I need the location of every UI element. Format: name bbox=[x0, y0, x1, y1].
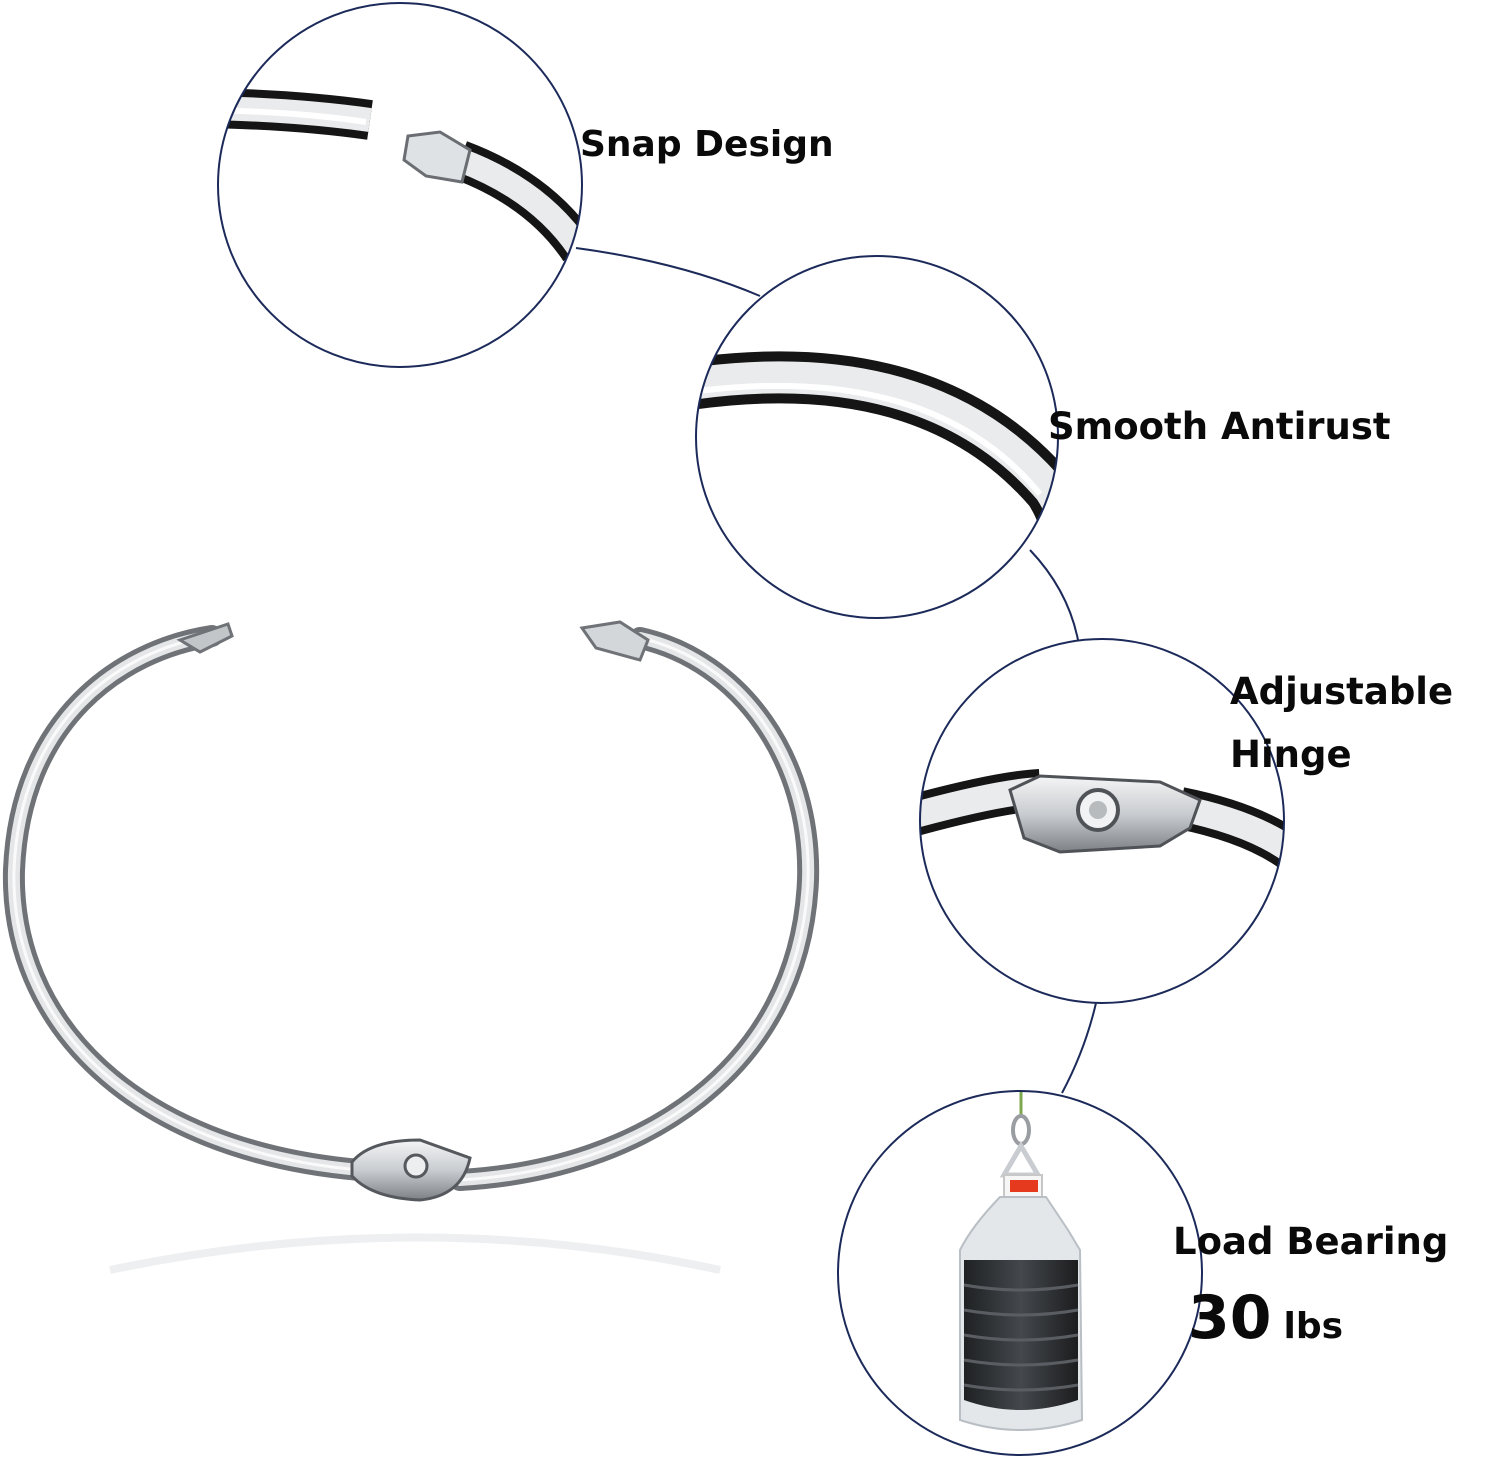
feature-label-smooth-antirust: Smooth Antirust bbox=[1048, 405, 1391, 448]
snap-closure-icon bbox=[217, 2, 583, 368]
load-capacity: 30 lbs bbox=[1188, 1283, 1343, 1353]
ring-arc-icon bbox=[695, 255, 1059, 619]
hanging-bottle-icon bbox=[837, 1090, 1203, 1456]
load-capacity-unit: lbs bbox=[1283, 1306, 1344, 1347]
hinge-rivet-icon bbox=[919, 638, 1285, 1004]
feature-label-hinge: Hinge bbox=[1230, 733, 1352, 776]
feature-label-load-bearing: Load Bearing bbox=[1173, 1220, 1449, 1263]
connector-lines bbox=[575, 247, 1097, 1094]
load-capacity-value: 30 bbox=[1188, 1283, 1272, 1353]
binder-ring-icon bbox=[2, 620, 820, 1274]
feature-label-adjustable: Adjustable bbox=[1230, 670, 1454, 713]
feature-label-snap-design: Snap Design bbox=[580, 124, 834, 165]
